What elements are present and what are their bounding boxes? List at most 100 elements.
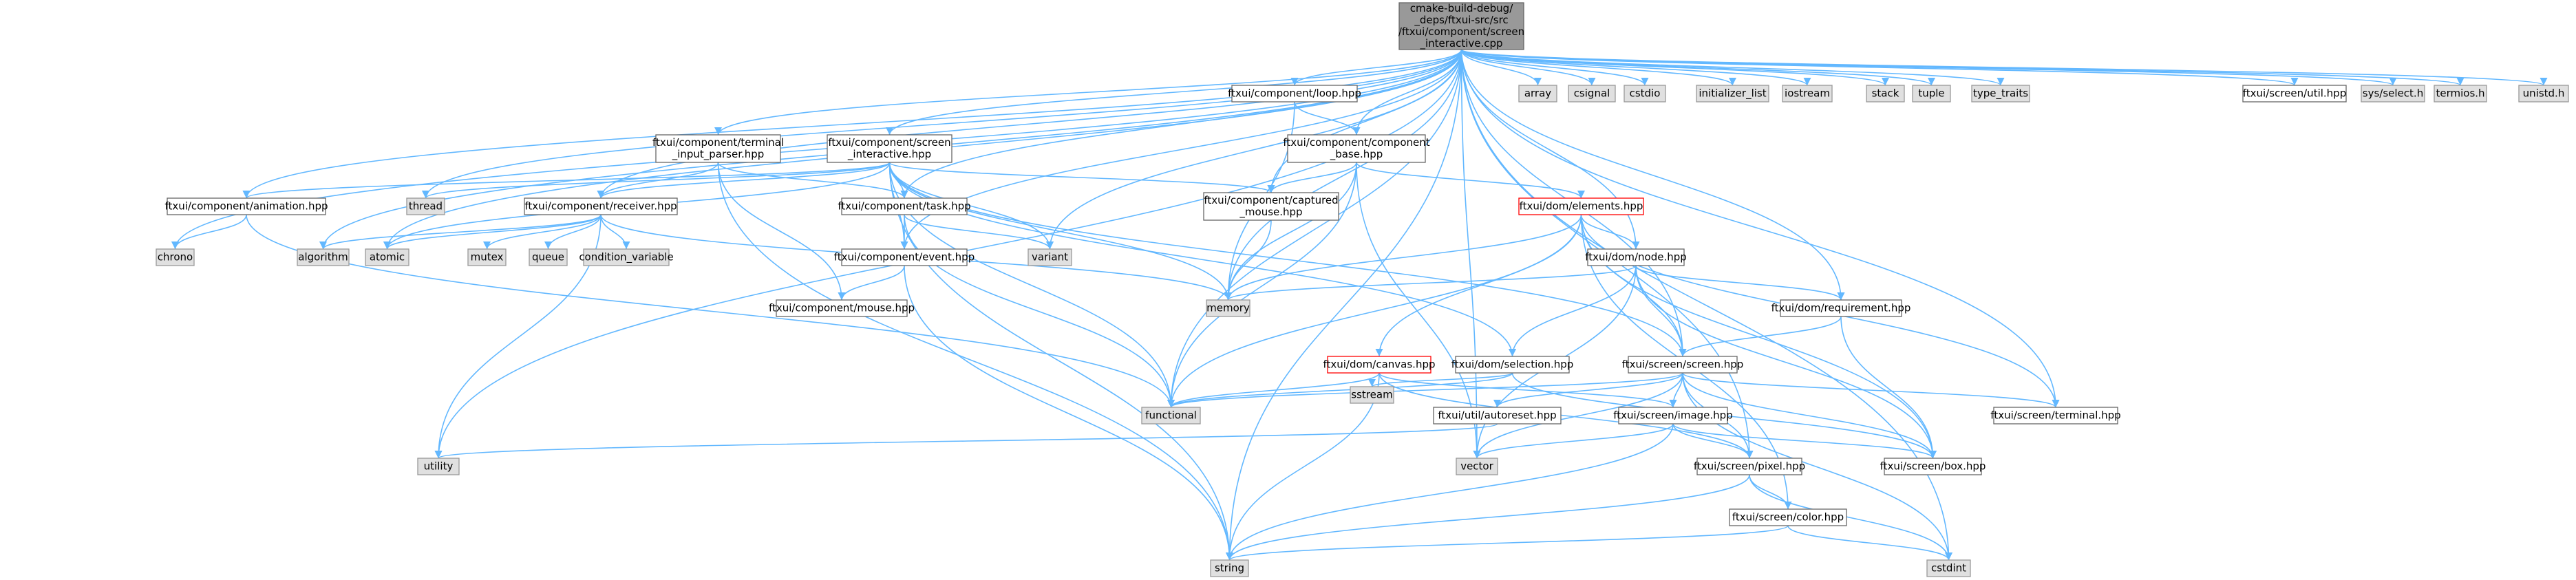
edge-terminal_input-to-string bbox=[717, 162, 1234, 561]
node-label-line: ftxui/component/animation.hpp bbox=[164, 200, 328, 213]
file-node-util_hpp[interactable]: ftxui/screen/util.hpp bbox=[2242, 85, 2347, 103]
dependency-edge bbox=[1493, 372, 1683, 408]
dependency-edge bbox=[1749, 474, 1792, 510]
file-node-string: string bbox=[1210, 559, 1249, 577]
file-node-task[interactable]: ftxui/component/task.hpp bbox=[838, 197, 971, 215]
file-node-requirement[interactable]: ftxui/dom/requirement.hpp bbox=[1771, 299, 1911, 317]
node-label-line: array bbox=[1524, 87, 1551, 100]
edge-captured_mouse-to-memory bbox=[1224, 219, 1272, 301]
edge-elements-to-canvas bbox=[1375, 214, 1582, 357]
node-label-line: _deps/ftxui-src/src bbox=[1414, 14, 1508, 27]
file-node-screen[interactable]: ftxui/screen/screen.hpp bbox=[1622, 356, 1744, 374]
node-box bbox=[1782, 85, 1833, 103]
dependency-edge bbox=[1460, 49, 1811, 86]
dependency-edge bbox=[383, 214, 602, 250]
dependency-edge bbox=[1167, 214, 1582, 408]
file-node-selection[interactable]: ftxui/dom/selection.hpp bbox=[1451, 356, 1574, 374]
file-node-terminal[interactable]: ftxui/screen/terminal.hpp bbox=[1990, 407, 2121, 425]
edge-image-to-vector bbox=[1473, 423, 1674, 459]
dependency-edge bbox=[1352, 49, 1462, 136]
node-label-line: sys/select.h bbox=[2363, 87, 2423, 100]
edge-pixel-to-color bbox=[1749, 474, 1792, 510]
node-label-line: mutex bbox=[471, 251, 504, 264]
node-box bbox=[1210, 559, 1249, 577]
file-node-array: array bbox=[1518, 85, 1557, 103]
file-node-pixel[interactable]: ftxui/screen/pixel.hpp bbox=[1694, 458, 1805, 475]
node-box bbox=[1518, 85, 1557, 103]
node-box bbox=[167, 197, 326, 215]
node-label-line: /ftxui/component/screen bbox=[1398, 25, 1524, 38]
edge-receiver-to-queue bbox=[544, 214, 602, 250]
file-node-canvas[interactable]: ftxui/dom/canvas.hpp bbox=[1323, 356, 1436, 374]
file-node-component_base[interactable]: ftxui/component/component_base.hpp bbox=[1283, 134, 1430, 163]
node-label-line: _interactive.hpp bbox=[847, 148, 931, 161]
file-node-vector: vector bbox=[1456, 458, 1498, 475]
node-label-line: ftxui/dom/selection.hpp bbox=[1451, 358, 1574, 371]
file-node-image[interactable]: ftxui/screen/image.hpp bbox=[1613, 407, 1733, 425]
file-node-loop[interactable]: ftxui/component/loop.hpp bbox=[1228, 85, 1361, 103]
dependency-edge bbox=[1379, 372, 1754, 459]
dependency-edge bbox=[597, 162, 891, 199]
file-node-receiver[interactable]: ftxui/component/receiver.hpp bbox=[524, 197, 678, 215]
dependency-edge bbox=[1375, 214, 1582, 357]
edge-image-to-pixel bbox=[1672, 423, 1754, 459]
node-box bbox=[467, 248, 507, 266]
edge-task-to-functional bbox=[904, 214, 1175, 408]
dependency-edge bbox=[1224, 162, 1357, 301]
file-node-autoreset[interactable]: ftxui/util/autoreset.hpp bbox=[1433, 407, 1562, 425]
node-box bbox=[1203, 192, 1339, 221]
file-node-unistd: unistd.h bbox=[2518, 85, 2569, 103]
file-node-mouse[interactable]: ftxui/component/mouse.hpp bbox=[769, 299, 915, 317]
node-label-line: algorithm bbox=[298, 251, 348, 264]
edge-root-to-receiver bbox=[597, 49, 1462, 199]
node-box bbox=[1398, 2, 1524, 50]
dependency-edge bbox=[1460, 49, 2547, 86]
node-box bbox=[156, 248, 195, 266]
file-node-elements[interactable]: ftxui/dom/elements.hpp bbox=[1518, 197, 1644, 215]
node-box bbox=[841, 248, 968, 266]
node-box bbox=[1624, 85, 1666, 103]
file-node-captured_mouse[interactable]: ftxui/component/captured_mouse.hpp bbox=[1203, 192, 1339, 221]
edge-elements-to-node bbox=[1580, 214, 1640, 250]
file-node-animation[interactable]: ftxui/component/animation.hpp bbox=[164, 197, 328, 215]
dependency-edge bbox=[904, 214, 1175, 408]
node-box bbox=[1696, 85, 1769, 103]
dependency-edge bbox=[1356, 162, 1585, 199]
node-label-line: ftxui/dom/elements.hpp bbox=[1520, 200, 1643, 213]
edge-screen_interactive-to-string bbox=[888, 162, 1234, 561]
edge-screen_interactive-to-screen bbox=[888, 162, 1687, 357]
node-box bbox=[1141, 407, 1201, 425]
edge-receiver-to-atomic bbox=[383, 214, 602, 250]
file-node-color[interactable]: ftxui/screen/color.hpp bbox=[1729, 508, 1847, 526]
file-node-screen_interactive[interactable]: ftxui/component/screen_interactive.hpp bbox=[827, 134, 952, 163]
node-label-line: ftxui/screen/image.hpp bbox=[1613, 409, 1732, 422]
dependency-edge bbox=[1045, 49, 1462, 250]
node-label-line: cmake-build-debug/ bbox=[1410, 2, 1513, 14]
edge-screen_interactive-to-selection bbox=[888, 162, 1517, 357]
node-box bbox=[1518, 197, 1644, 215]
file-node-queue: queue bbox=[529, 248, 568, 266]
dependency-edge bbox=[1508, 265, 1637, 357]
dependency-edge bbox=[1460, 49, 1640, 250]
edge-selection-to-functional bbox=[1167, 372, 1513, 408]
dependency-edge bbox=[422, 49, 1462, 199]
node-label-line: ftxui/component/captured bbox=[1204, 194, 1338, 206]
file-node-cstdio: cstdio bbox=[1624, 85, 1666, 103]
node-label-line: cstdio bbox=[1630, 87, 1661, 100]
edge-canvas-to-string bbox=[1225, 372, 1380, 561]
edge-image-to-string bbox=[1225, 423, 1674, 561]
file-node-box[interactable]: ftxui/screen/box.hpp bbox=[1880, 458, 1986, 475]
file-node-node[interactable]: ftxui/dom/node.hpp bbox=[1585, 248, 1687, 266]
edge-root-to-unistd bbox=[1460, 49, 2547, 86]
dependency-edge bbox=[544, 214, 602, 250]
node-box bbox=[417, 458, 460, 475]
dependency-edge bbox=[904, 265, 1234, 561]
node-label-line: ftxui/screen/pixel.hpp bbox=[1694, 460, 1805, 473]
file-node-termios: termios.h bbox=[2434, 85, 2487, 103]
file-node-memory: memory bbox=[1206, 299, 1250, 317]
node-label-line: _mouse.hpp bbox=[1239, 206, 1302, 219]
file-node-terminal_input[interactable]: ftxui/component/terminal_input_parser.hp… bbox=[652, 134, 784, 163]
dependency-edge bbox=[1460, 49, 1736, 86]
file-node-event[interactable]: ftxui/component/event.hpp bbox=[834, 248, 975, 266]
